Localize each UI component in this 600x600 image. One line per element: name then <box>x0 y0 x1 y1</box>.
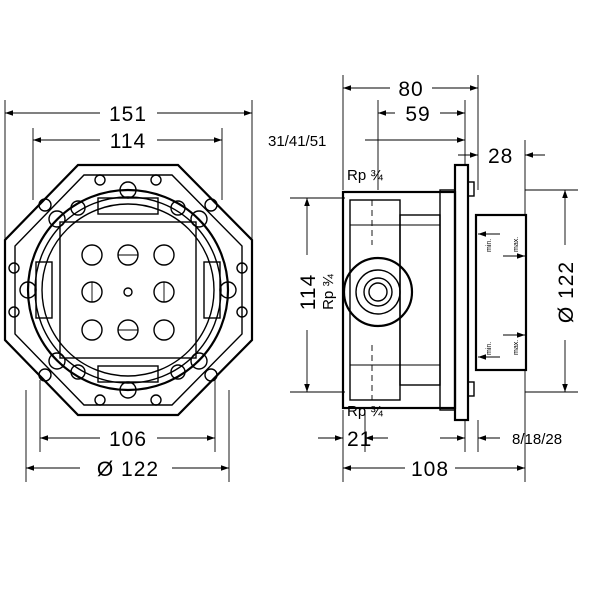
plaster-guard <box>474 213 528 372</box>
dim-label: 21 <box>347 428 372 451</box>
dim-8-18-28: 8/18/28 <box>440 431 562 448</box>
dim-label: 80 <box>398 78 423 101</box>
max-label-top: max. <box>513 237 520 252</box>
dim-diameter-122: Ø 122 <box>26 458 229 481</box>
mounting-plate <box>453 163 470 422</box>
thread-label-top: Rp ¾ <box>347 167 383 184</box>
side-view: 80 59 31/41/51 28 114 Rp ¾ Ø 122 Rp ¾ <box>268 75 578 482</box>
dim-label: 106 <box>109 428 147 451</box>
dim-diameter-122-vertical: Ø 122 <box>555 190 578 392</box>
dim-label: 28 <box>488 145 513 168</box>
dim-label: Ø 122 <box>555 261 578 323</box>
dim-label: 114 <box>110 130 146 153</box>
dim-label: 114 <box>297 274 320 310</box>
dim-label: 151 <box>109 103 147 126</box>
dim-59: 59 <box>378 103 465 126</box>
dim-114-vertical: 114 Rp ¾ <box>297 198 337 392</box>
dim-21: 21 <box>318 428 388 451</box>
valve-port <box>342 256 414 328</box>
dim-151: 151 <box>4 103 252 126</box>
port-holes <box>81 244 175 341</box>
min-label-bottom: min. <box>486 342 493 355</box>
dim-31-41-51: 31/41/51 <box>268 133 465 150</box>
max-label-bottom: max. <box>513 340 520 355</box>
thread-label-bottom: Rp ¾ <box>347 403 383 420</box>
dim-label: 59 <box>405 103 430 126</box>
dim-label: Ø 122 <box>97 458 159 481</box>
dim-106: 106 <box>40 428 215 451</box>
housing-ring <box>26 188 230 392</box>
dim-28: 28 <box>458 145 545 168</box>
thread-label-side: Rp ¾ <box>320 274 337 310</box>
min-label-top: min. <box>486 239 493 252</box>
dim-label: 8/18/28 <box>512 431 562 448</box>
dim-label: 31/41/51 <box>268 133 326 150</box>
octagon-frame <box>3 163 254 417</box>
dim-108: 108 <box>343 458 525 481</box>
screw-bosses <box>8 174 248 406</box>
dim-label: 108 <box>411 458 449 481</box>
dim-80: 80 <box>343 78 478 101</box>
front-view: 151 114 106 Ø 122 <box>3 100 254 482</box>
dim-114: 114 <box>33 130 222 153</box>
